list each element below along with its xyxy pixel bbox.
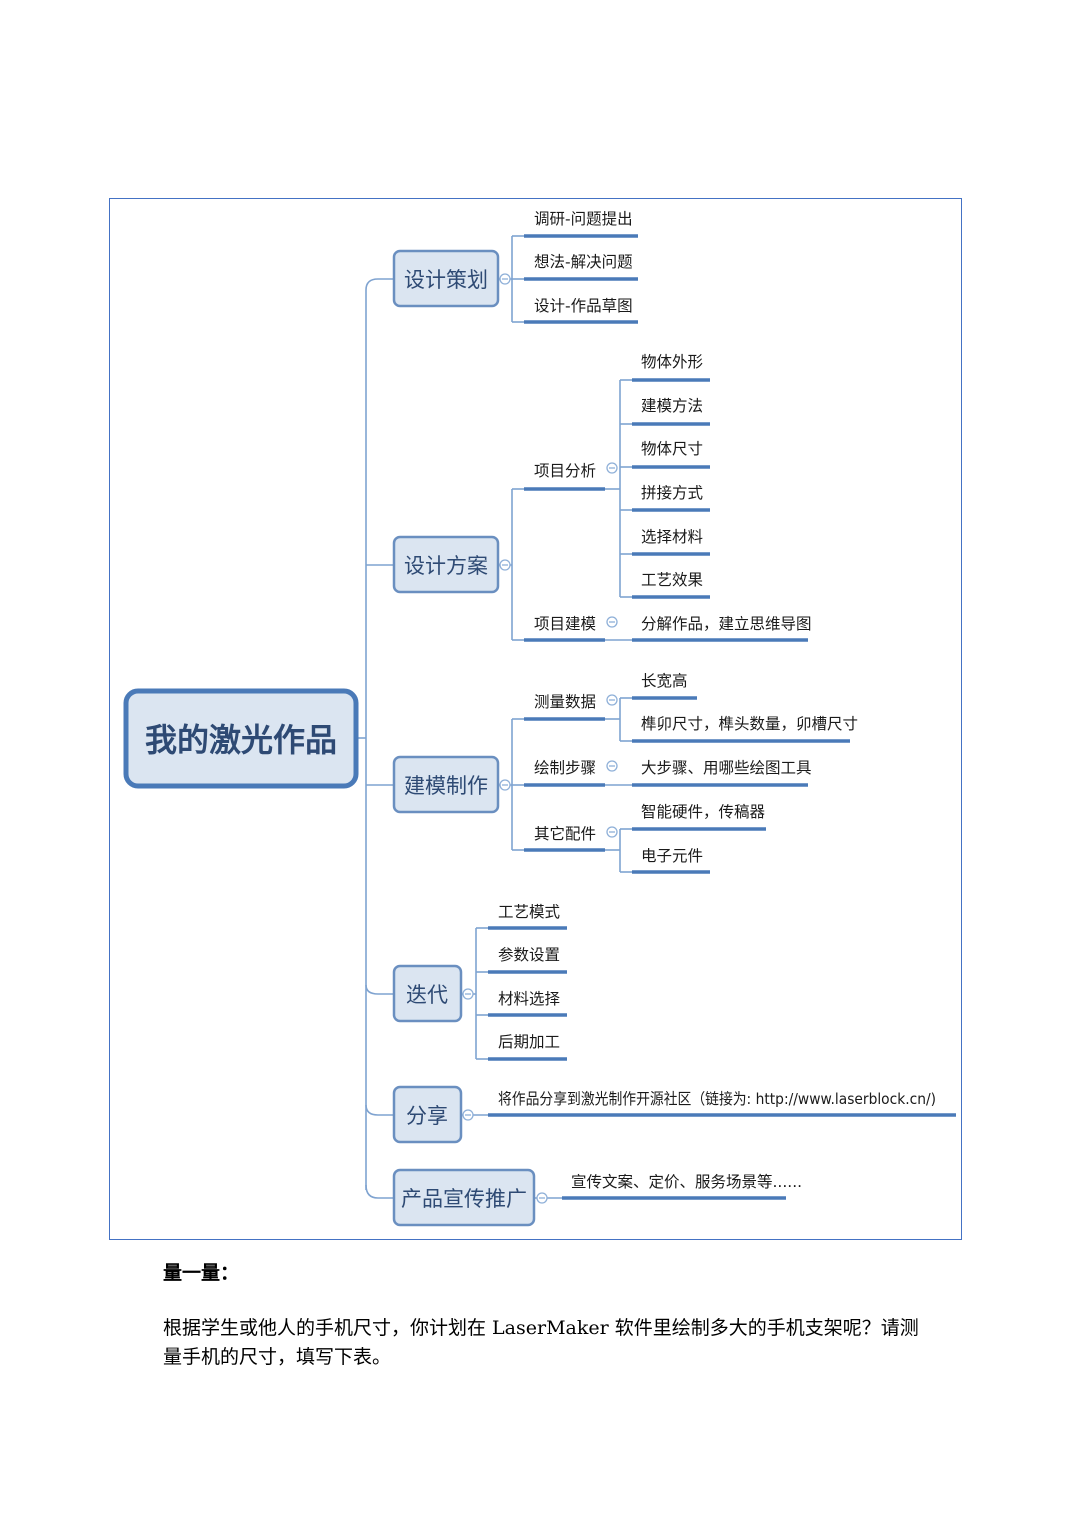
leaf-node[interactable]: 想法-解决问题: [524, 253, 638, 281]
svg-text:建模制作: 建模制作: [404, 774, 488, 798]
svg-text:项目建模: 项目建模: [534, 615, 596, 633]
branch-node-share[interactable]: 分享: [392, 1085, 463, 1144]
svg-text:电子元件: 电子元件: [641, 847, 703, 865]
svg-text:分享: 分享: [406, 1104, 448, 1128]
section-heading: 量一量：: [163, 1262, 240, 1284]
section-paragraph: 根据学生或他人的手机尺寸，你计划在 LaserMaker 软件里绘制多大的手机支…: [163, 1317, 919, 1368]
branch-node-modeling[interactable]: 建模制作: [392, 755, 500, 814]
root-node[interactable]: 我的激光作品: [123, 688, 359, 789]
svg-text:设计-作品草图: 设计-作品草图: [534, 297, 633, 315]
leaf-node[interactable]: 将作品分享到激光制作开源社区（链接为: http://www.laserbloc…: [488, 1090, 956, 1117]
svg-text:产品宣传推广: 产品宣传推广: [401, 1187, 527, 1211]
svg-text:榫卯尺寸，榫头数量，卯槽尺寸: 榫卯尺寸，榫头数量，卯槽尺寸: [641, 715, 858, 733]
collapse-icon[interactable]: [606, 694, 618, 706]
svg-text:绘制步骤: 绘制步骤: [534, 759, 596, 777]
leaf-node[interactable]: 分解作品，建立思维导图: [632, 615, 812, 642]
svg-text:将作品分享到激光制作开源社区（链接为: http://www: 将作品分享到激光制作开源社区（链接为: http://www.laserbloc…: [498, 1090, 936, 1108]
branch-node-design-scheme[interactable]: 设计方案: [392, 535, 500, 594]
leaf-node[interactable]: 工艺模式: [488, 903, 567, 930]
branch-node-design-planning[interactable]: 设计策划: [392, 249, 500, 308]
root-label: 我的激光作品: [145, 721, 337, 759]
leaf-node[interactable]: 工艺效果: [632, 571, 710, 599]
svg-text:物体外形: 物体外形: [641, 353, 703, 371]
leaf-node[interactable]: 榫卯尺寸，榫头数量，卯槽尺寸: [632, 715, 858, 743]
sub-node-other-parts[interactable]: 其它配件: [524, 825, 605, 852]
connector-lines: [356, 235, 632, 1199]
sub-node-drawing-steps[interactable]: 绘制步骤: [524, 759, 605, 787]
svg-text:拼接方式: 拼接方式: [641, 484, 703, 502]
mindmap-frame: [109, 198, 962, 1240]
svg-text:长宽高: 长宽高: [641, 672, 688, 690]
svg-text:其它配件: 其它配件: [534, 825, 596, 843]
svg-text:设计方案: 设计方案: [404, 554, 488, 578]
leaf-node[interactable]: 大步骤、用哪些绘图工具: [632, 759, 812, 787]
branch-node-promotion[interactable]: 产品宣传推广: [392, 1168, 536, 1227]
leaf-node[interactable]: 材料选择: [488, 990, 567, 1017]
leaf-node[interactable]: 建模方法: [632, 397, 710, 426]
collapse-icon[interactable]: [462, 988, 474, 1000]
leaf-node[interactable]: 宣传文案、定价、服务场景等......: [562, 1173, 802, 1200]
leaf-node[interactable]: 调研-问题提出: [524, 210, 638, 238]
svg-text:选择材料: 选择材料: [641, 528, 703, 546]
collapse-icon[interactable]: [606, 462, 618, 474]
svg-text:测量数据: 测量数据: [534, 693, 596, 711]
leaf-node[interactable]: 物体尺寸: [632, 440, 710, 469]
collapse-icon[interactable]: [499, 779, 511, 791]
sub-node-project-modeling[interactable]: 项目建模: [524, 615, 605, 642]
collapse-icon[interactable]: [499, 273, 511, 285]
svg-text:迭代: 迭代: [406, 983, 448, 1007]
collapse-icon[interactable]: [606, 826, 618, 838]
collapse-buttons[interactable]: [462, 273, 618, 1204]
leaf-node[interactable]: 智能硬件，传稿器: [632, 803, 766, 831]
svg-text:后期加工: 后期加工: [498, 1033, 560, 1051]
svg-text:建模方法: 建模方法: [641, 397, 703, 415]
svg-text:材料选择: 材料选择: [498, 990, 561, 1008]
leaf-node[interactable]: 设计-作品草图: [524, 297, 638, 324]
svg-text:宣传文案、定价、服务场景等......: 宣传文案、定价、服务场景等......: [571, 1173, 802, 1191]
leaf-node[interactable]: 后期加工: [488, 1033, 567, 1061]
collapse-icon[interactable]: [499, 559, 511, 571]
svg-text:参数设置: 参数设置: [498, 946, 560, 964]
collapse-icon[interactable]: [606, 616, 618, 628]
svg-text:物体尺寸: 物体尺寸: [641, 440, 703, 458]
leaf-node[interactable]: 选择材料: [632, 528, 710, 556]
svg-text:设计策划: 设计策划: [404, 268, 488, 292]
leaf-node[interactable]: 物体外形: [632, 353, 710, 382]
svg-text:智能硬件，传稿器: 智能硬件，传稿器: [641, 803, 766, 821]
leaf-node[interactable]: 电子元件: [632, 847, 710, 874]
svg-text:分解作品，建立思维导图: 分解作品，建立思维导图: [641, 615, 812, 633]
svg-text:大步骤、用哪些绘图工具: 大步骤、用哪些绘图工具: [641, 759, 812, 777]
leaf-node[interactable]: 参数设置: [488, 946, 567, 974]
leaf-node[interactable]: 长宽高: [632, 672, 697, 700]
collapse-icon[interactable]: [606, 760, 618, 772]
svg-text:工艺效果: 工艺效果: [641, 571, 703, 589]
svg-text:工艺模式: 工艺模式: [498, 903, 560, 921]
sub-node-measure-data[interactable]: 测量数据: [524, 693, 605, 721]
leaf-node[interactable]: 拼接方式: [632, 484, 710, 512]
branch-node-iteration[interactable]: 迭代: [392, 964, 463, 1023]
svg-text:项目分析: 项目分析: [534, 462, 596, 480]
collapse-icon[interactable]: [462, 1109, 474, 1121]
collapse-icon[interactable]: [536, 1192, 548, 1204]
svg-text:调研-问题提出: 调研-问题提出: [534, 210, 633, 228]
sub-node-project-analysis[interactable]: 项目分析: [524, 462, 605, 491]
svg-text:想法-解决问题: 想法-解决问题: [534, 253, 633, 271]
